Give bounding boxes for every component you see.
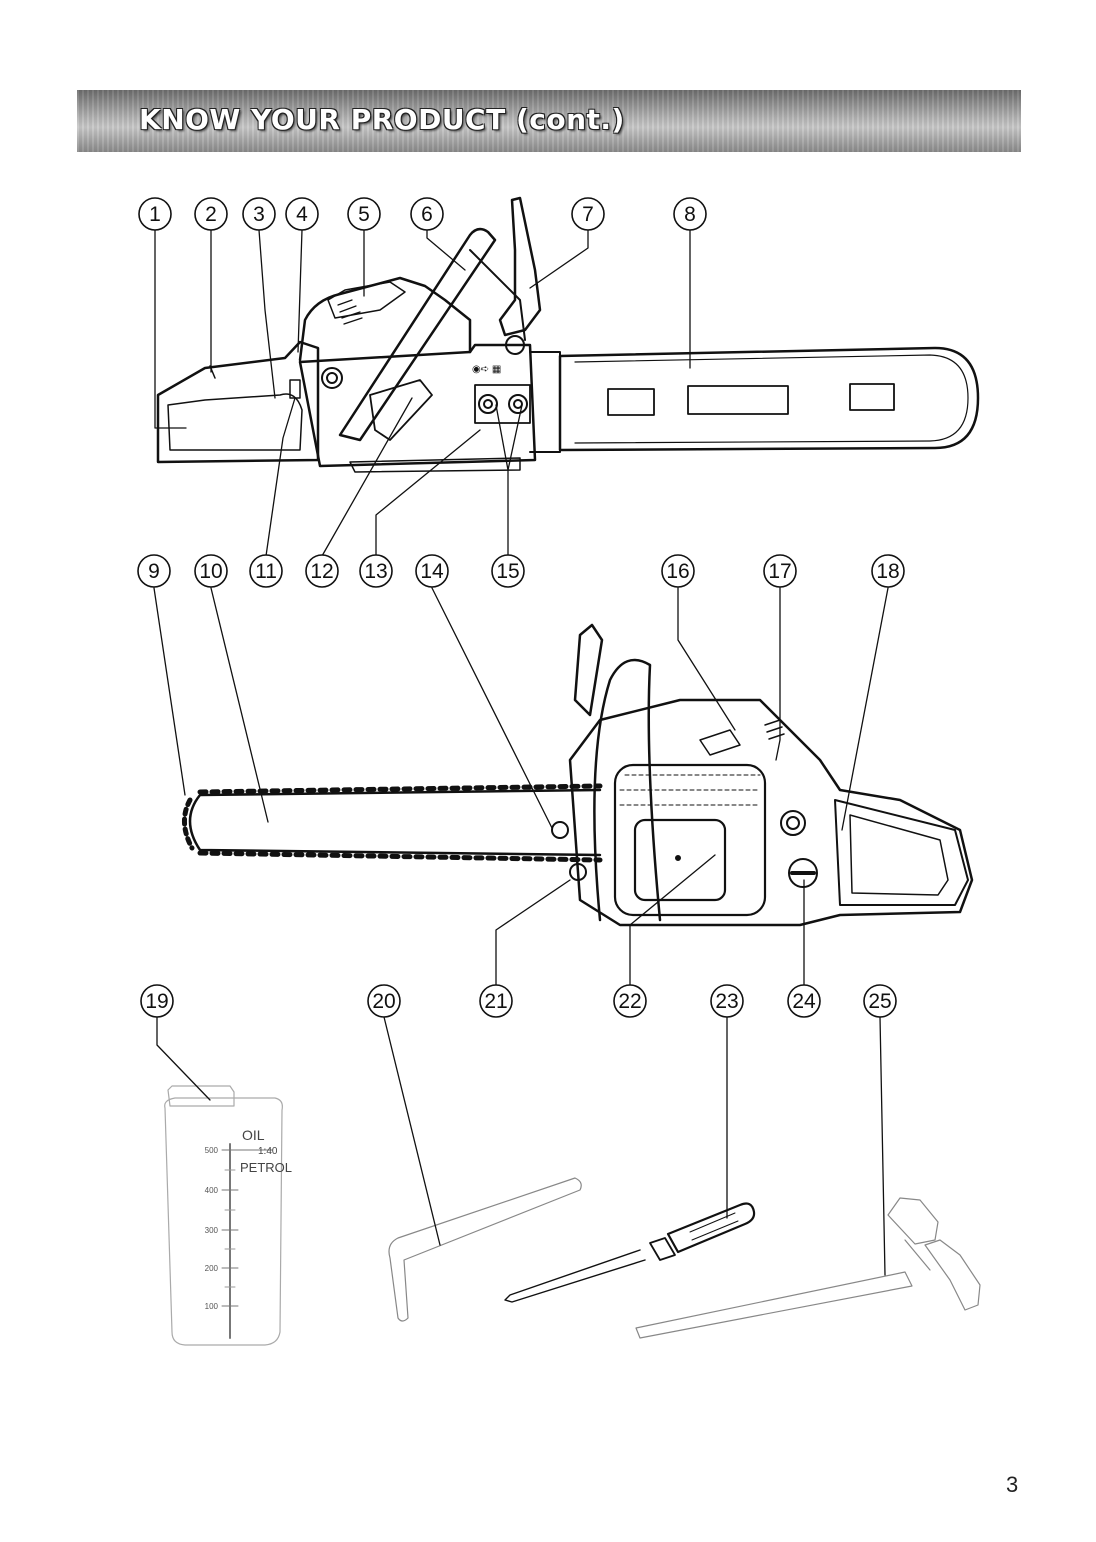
callout-22: 22 [618, 990, 641, 1013]
svg-text:◉➪ ▦: ◉➪ ▦ [472, 364, 501, 375]
callout-8: 8 [684, 203, 696, 226]
callout-18: 18 [876, 560, 899, 583]
bottle-scale-300: 300 [205, 1226, 219, 1235]
callout-19: 19 [145, 990, 168, 1013]
bottle-label-petrol: PETROL [240, 1160, 292, 1175]
mixing-bottle [165, 1086, 283, 1345]
combination-spanner [636, 1198, 980, 1338]
callout-13: 13 [364, 560, 387, 583]
leader-lines-top [155, 230, 690, 556]
page-number: 3 [1006, 1472, 1018, 1498]
callout-21: 21 [484, 990, 507, 1013]
bottle-scale-100: 100 [205, 1302, 219, 1311]
callout-17: 17 [768, 560, 791, 583]
chainsaw-front-view [184, 625, 972, 925]
callout-10: 10 [199, 560, 222, 583]
callout-5: 5 [358, 203, 370, 226]
bottle-label-oil: OIL [242, 1127, 265, 1143]
bottle-scale-200: 200 [205, 1264, 219, 1273]
callout-12: 12 [310, 560, 333, 583]
bottle-scale-500: 500 [205, 1146, 219, 1155]
callout-14: 14 [420, 560, 444, 583]
screwdriver [505, 1204, 754, 1302]
callout-20: 20 [372, 990, 395, 1013]
callout-11: 11 [255, 560, 277, 583]
callout-7: 7 [582, 203, 594, 226]
callout-3: 3 [253, 203, 265, 226]
callout-15: 15 [496, 560, 519, 583]
bottle-label-ratio: 1:40 [258, 1146, 278, 1157]
callout-25: 25 [868, 990, 891, 1013]
callout-4: 4 [296, 203, 308, 226]
hex-key [389, 1178, 581, 1321]
callout-6: 6 [421, 203, 433, 226]
callout-24: 24 [792, 990, 816, 1013]
chainsaw-side-view: ◉➪ ▦ [158, 198, 978, 472]
bottle-scale-400: 400 [205, 1186, 219, 1195]
callout-16: 16 [666, 560, 689, 583]
callout-9: 9 [148, 560, 160, 583]
callout-1: 1 [149, 203, 161, 226]
callout-23: 23 [715, 990, 738, 1013]
callout-2: 2 [205, 203, 217, 226]
